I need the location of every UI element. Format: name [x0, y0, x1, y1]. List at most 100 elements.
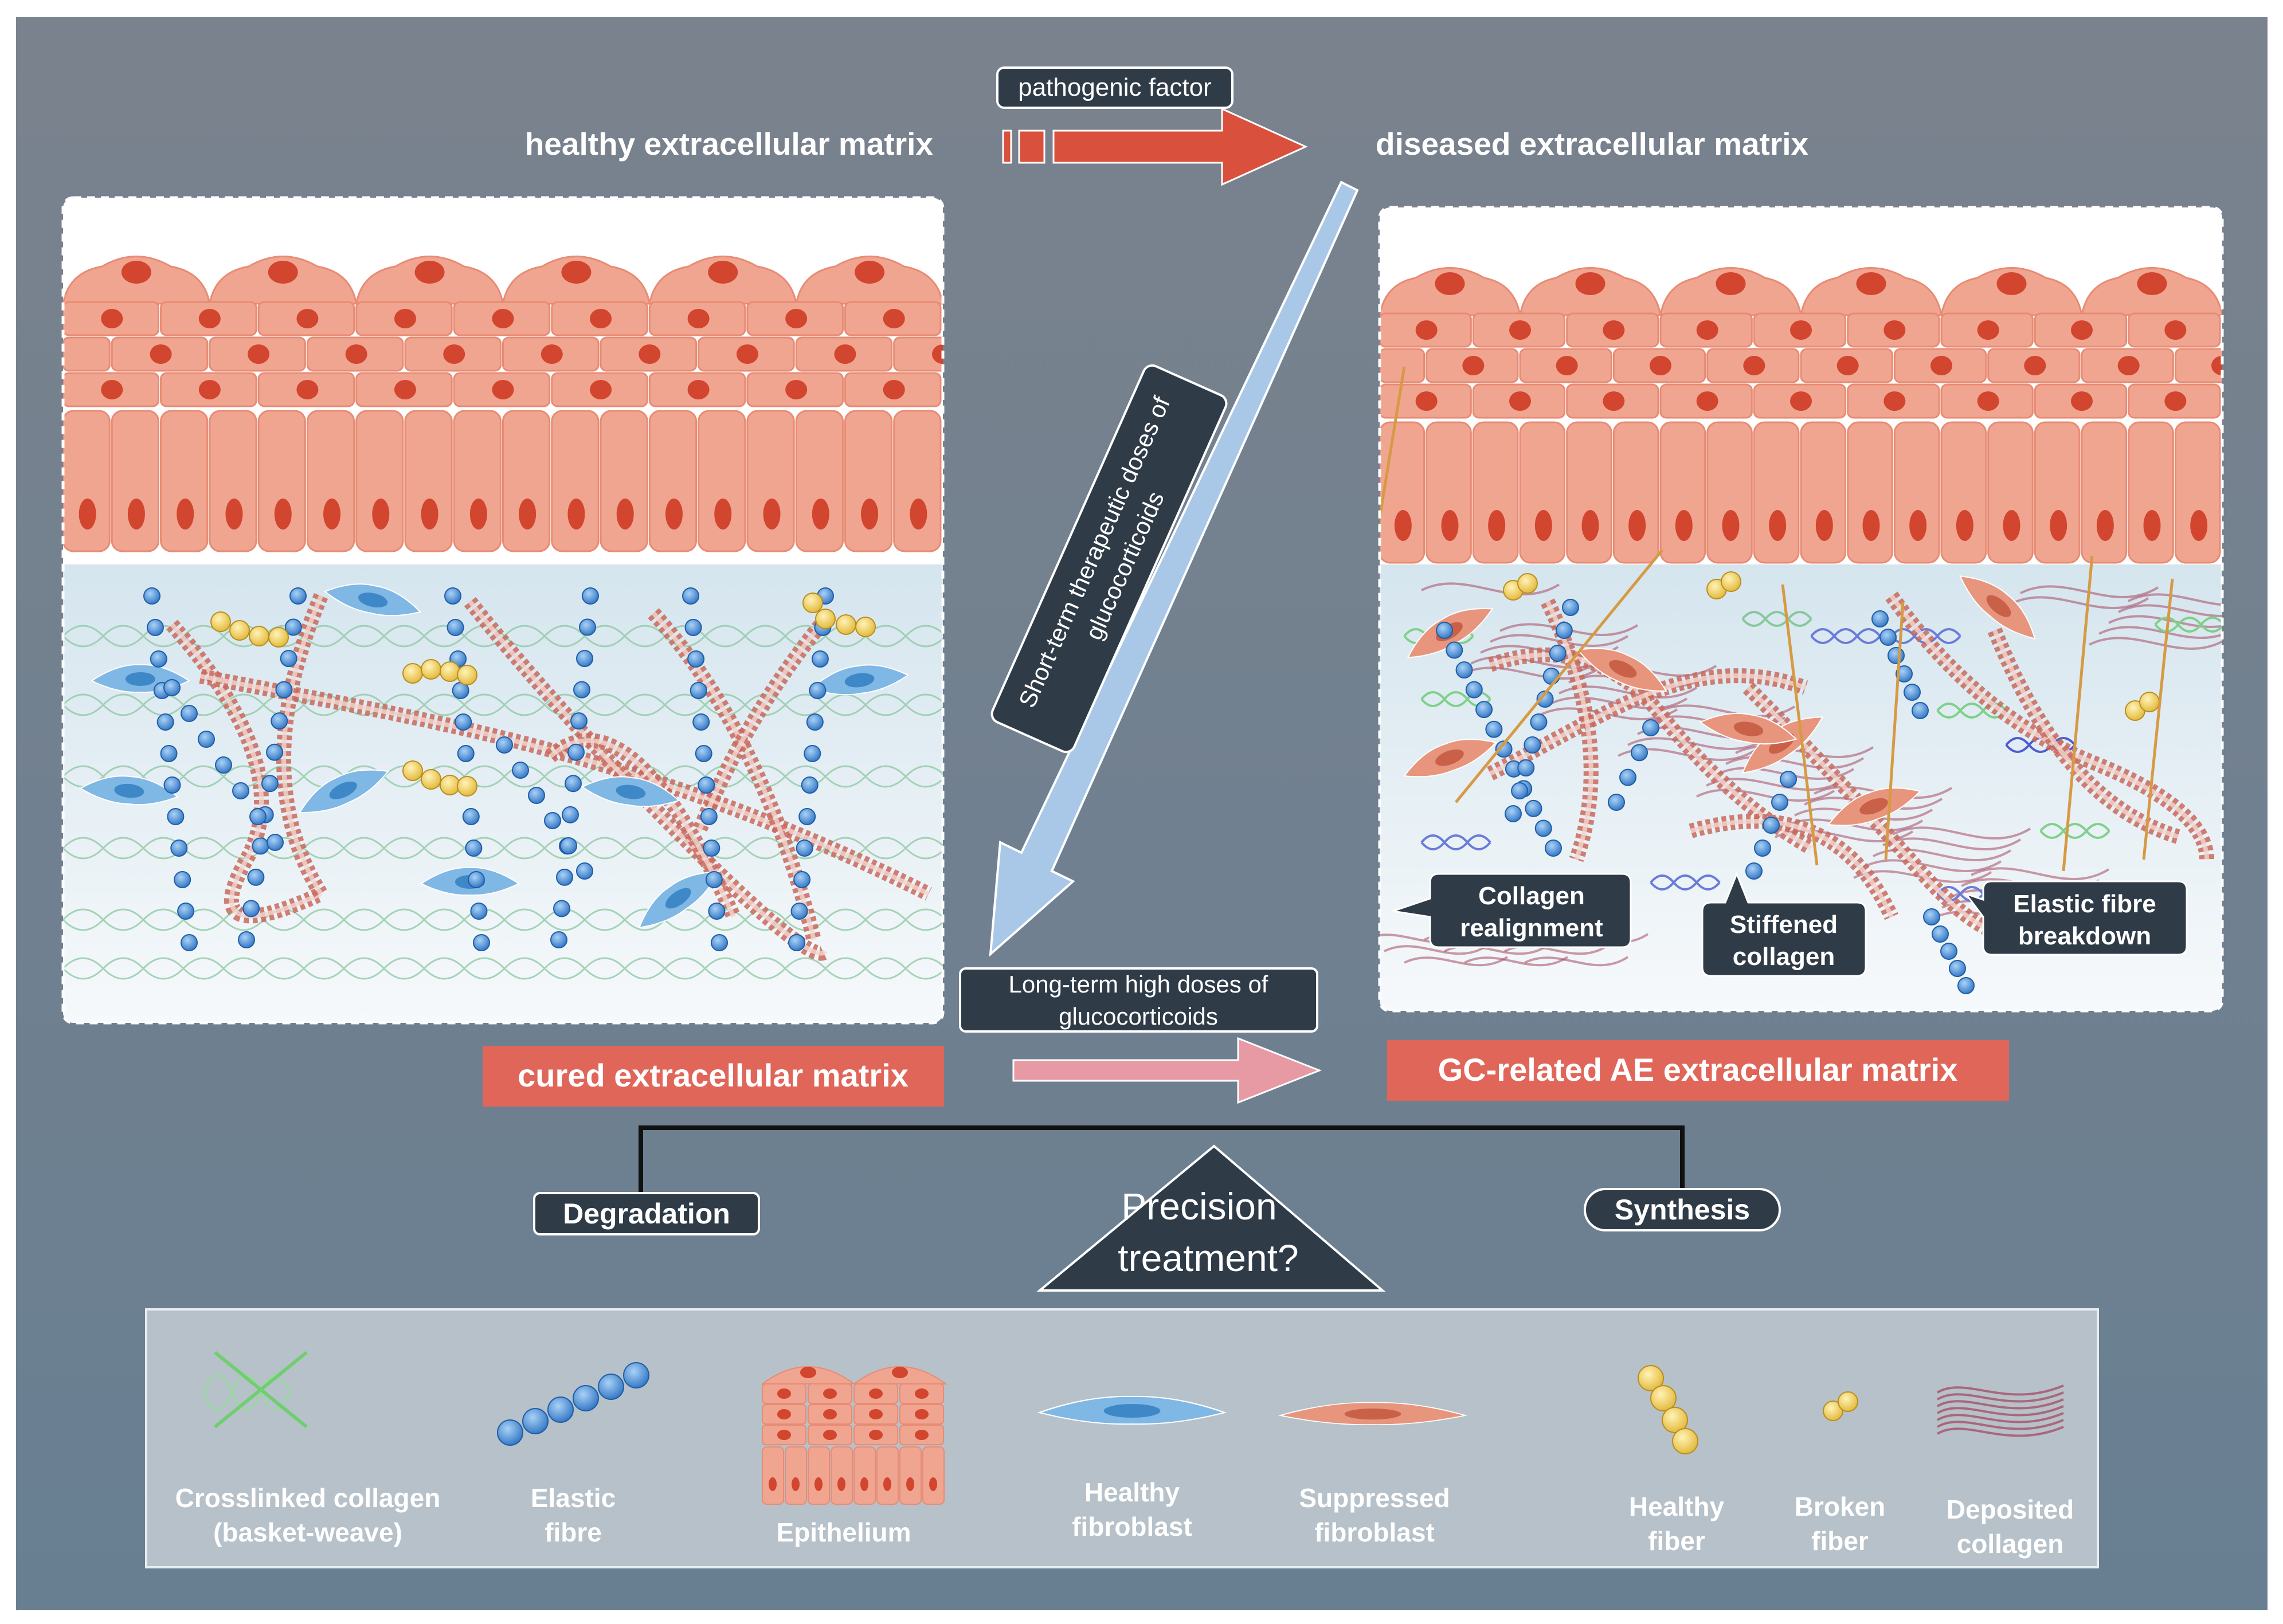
cell-nucleus: [812, 499, 829, 529]
legend-deposited-strand: [1936, 1384, 2064, 1396]
legend-columnar-cell: [831, 1446, 853, 1505]
healthy-fiber-bead: [836, 614, 856, 635]
long-term-arrow-shape: [1012, 1037, 1322, 1104]
elastic-fibre-bead: [573, 681, 590, 699]
legend-label-line1: Deposited: [1947, 1494, 2074, 1524]
degradation-label: Degradation: [563, 1198, 730, 1230]
legend-label-line1: Healthy: [1629, 1492, 1725, 1521]
fibroblast-nucleus: [358, 593, 388, 607]
cell-nucleus: [296, 380, 319, 399]
legend-deposited-strand: [1936, 1412, 2064, 1423]
legend-nucleus: [906, 1477, 914, 1491]
fibroblast-nucleus: [1859, 798, 1888, 815]
cell-nucleus: [2211, 356, 2222, 375]
elastic-fibre-bead: [1771, 794, 1788, 811]
legend-elastic-bead: [547, 1397, 574, 1423]
healthy-fiber-bead: [421, 769, 441, 790]
gc-related-label-box: [1387, 1040, 2009, 1101]
deposited-collagen-strand: [1627, 737, 1767, 750]
legend-icons: [202, 1351, 2064, 1505]
pathogenic-factor-label: pathogenic factor: [1018, 73, 1212, 101]
fibroblast-nucleus: [329, 781, 357, 799]
crosslinked-collagen-knot: [1936, 703, 2007, 719]
legend-nucleus: [837, 1477, 845, 1491]
elastic-fibre-bead: [167, 808, 185, 825]
elastic-fibre-bead: [177, 903, 195, 920]
elastic-fibre-bead: [570, 712, 588, 730]
elastic-fibre-bead: [170, 840, 188, 857]
fibroblast-nucleus: [126, 672, 155, 686]
healthy-fiber-bead: [457, 776, 477, 797]
cell-nucleus: [1581, 510, 1599, 541]
columnar-cell: [600, 410, 648, 552]
healthy-fiber-bead: [229, 620, 250, 641]
elastic-fibre-bead: [512, 762, 529, 779]
collagen-chain-core: [549, 738, 736, 918]
legend-collagen-strand: [260, 1374, 291, 1411]
columnar-cell: [1987, 421, 2034, 564]
healthy-fibroblast: [323, 583, 422, 617]
columnar-cell: [404, 410, 453, 552]
elastic-fibre-bead: [528, 787, 545, 804]
cell-nucleus: [198, 380, 221, 399]
elastic-fibre-bead: [275, 681, 293, 699]
columnar-cell: [257, 410, 306, 552]
legend-deposited-strand: [1936, 1398, 2064, 1410]
cell-nucleus: [861, 499, 879, 529]
legend-label-line2: fiber: [1648, 1526, 1705, 1556]
elastic-fibre-bead: [280, 650, 297, 668]
healthy-fibroblast: [299, 769, 389, 813]
elastic-fibre-bead: [1754, 840, 1771, 857]
collagen-chain-core: [1545, 601, 1593, 861]
elastic-fibre-bead: [1871, 610, 1889, 627]
elastic-fibre-bead: [796, 840, 813, 857]
crosslinked-collagen-knot: [1741, 611, 1812, 627]
deposited-collagen-strand: [1464, 956, 1569, 967]
deposited-collagen-strand: [1725, 756, 1865, 769]
columnar-cell: [1472, 421, 1519, 564]
legend-broken-fiber-bead: [1823, 1401, 1843, 1421]
columnar-cell: [2081, 421, 2128, 564]
cell-nucleus: [1534, 510, 1552, 541]
elastic-fibre-bead: [809, 682, 827, 699]
elastic-fibre-bead: [470, 903, 488, 920]
elastic-fibre-bead: [544, 812, 561, 829]
elastic-fibre-bead: [804, 745, 821, 762]
cell-nucleus: [590, 380, 612, 399]
columnar-cell: [2034, 421, 2081, 564]
fibroblast-nucleus: [1435, 749, 1464, 766]
deposited-collagen-strand: [1971, 867, 2110, 880]
cell-nucleus: [372, 499, 390, 529]
cell-nucleus: [469, 499, 487, 529]
legend-nucleus: [869, 1388, 883, 1399]
cell-nucleus: [910, 499, 927, 529]
legend-elastic-bead: [497, 1419, 523, 1446]
elastic-fibre-bead: [1524, 736, 1541, 754]
cell-nucleus: [541, 344, 563, 364]
healthy-fiber-bead: [268, 627, 289, 648]
elastic-fibre-bead: [198, 731, 215, 748]
elastic-fibre-bead: [1534, 819, 1552, 837]
crosslinked-collagen-knot: [2039, 823, 2110, 839]
elastic-fibre-bead: [576, 862, 593, 880]
legend-elastic-bead: [573, 1385, 599, 1411]
healthy-panel-border: [61, 196, 945, 1025]
realigned-fibre: [1884, 601, 1905, 860]
legend-elastic-bead: [598, 1374, 624, 1400]
legend-deposited-strand: [1936, 1391, 2064, 1403]
legend-elastic-bead: [522, 1408, 549, 1434]
elastic-fibre-bead: [690, 682, 707, 699]
elastic-fibre-bead: [215, 756, 232, 774]
legend-nucleus: [769, 1477, 777, 1491]
cell-nucleus: [1556, 356, 1578, 375]
cell-nucleus: [2024, 356, 2046, 375]
cell-nucleus: [785, 309, 808, 328]
cell-nucleus: [1769, 510, 1787, 541]
diseased-panel-border: [1378, 206, 2224, 1013]
elastic-fibre-bead: [467, 871, 485, 888]
cell-nucleus: [2003, 510, 2020, 541]
elastic-fibre-bead: [163, 679, 181, 696]
healthy-fiber-bead: [815, 609, 836, 629]
cell-nucleus: [443, 344, 465, 364]
cured-matrix-label: cured extracellular matrix: [518, 1057, 908, 1093]
